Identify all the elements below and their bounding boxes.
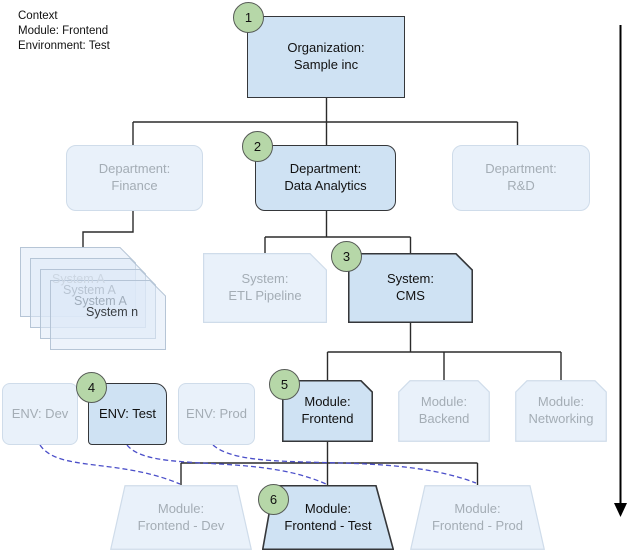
node-module-frontend: Module: Frontend xyxy=(282,380,373,442)
context-environment-line: Environment: Test xyxy=(18,40,110,53)
node-module-frontend-test: Module: Frontend - Test xyxy=(262,485,394,550)
node-department-finance: Department: Finance xyxy=(66,145,203,211)
node-label-line: Frontend xyxy=(301,411,354,426)
badge-number: 4 xyxy=(87,380,96,395)
node-label-line: Frontend - Prod xyxy=(431,517,524,533)
card-shape xyxy=(203,253,327,323)
node-label-line: ENV: Prod xyxy=(186,405,247,421)
node-label-line: Sample inc xyxy=(293,57,359,72)
module-shape xyxy=(515,380,607,442)
node-label-line: Backend xyxy=(418,411,470,426)
node-label-line: System: xyxy=(387,271,434,287)
context-module-line: Module: Frontend xyxy=(18,25,109,38)
context-annotation: Context Module: Frontend Environment: Te… xyxy=(18,9,110,55)
connector-finance-systems xyxy=(82,211,134,248)
node-label-line: Module: xyxy=(420,394,468,410)
node-system-cms: System: CMS xyxy=(348,253,473,323)
connector-dataanalytics-systems xyxy=(264,211,412,253)
step-badge-5: 5 xyxy=(269,369,300,400)
node-label-line: ENV: Dev xyxy=(11,405,69,421)
connector-cms-modules xyxy=(326,323,562,380)
trapezoid-shape xyxy=(410,485,545,550)
node-module-backend: Module: Backend xyxy=(398,380,490,442)
badge-number: 2 xyxy=(253,139,262,154)
node-label-line: Frontend - Dev xyxy=(137,517,225,533)
node-label-line: Module: xyxy=(304,394,351,410)
node-label-line: Module: xyxy=(157,500,205,516)
step-badge-4: 4 xyxy=(76,372,107,403)
connector-org-departments xyxy=(132,98,519,145)
badge-number: 1 xyxy=(244,10,253,25)
node-label-line: System: xyxy=(241,271,289,287)
node-env-prod: ENV: Prod xyxy=(178,383,255,445)
node-organization: Organization: Sample inc xyxy=(247,16,405,98)
flow-arrow-head xyxy=(614,503,627,517)
node-module-networking: Module: Networking xyxy=(515,380,607,442)
step-badge-6: 6 xyxy=(258,484,289,515)
node-label-line: Module: xyxy=(537,394,585,410)
node-label-line: Module: xyxy=(304,500,352,516)
step-badge-1: 1 xyxy=(233,2,264,33)
stack-label-line: System A xyxy=(63,283,116,297)
card-shape xyxy=(348,253,473,323)
context-curve-prod xyxy=(212,444,477,484)
stack-label-line: System A xyxy=(74,294,127,308)
node-label-line: Department: xyxy=(98,161,171,177)
node-label-line: R&D xyxy=(507,178,535,193)
node-label-line: Data Analytics xyxy=(284,178,367,193)
node-department-rd: Department: R&D xyxy=(452,145,590,211)
node-module-frontend-dev: Module: Frontend - Dev xyxy=(110,485,252,550)
node-label-line: ENV: Test xyxy=(98,405,157,421)
trapezoid-shape xyxy=(262,485,394,550)
context-title: Context xyxy=(18,10,58,22)
node-label-line: Finance xyxy=(111,178,158,193)
node-label-line: Organization: xyxy=(287,40,365,56)
node-department-data-analytics: Department: Data Analytics xyxy=(255,145,396,211)
node-system-etl: System: ETL Pipeline xyxy=(203,253,327,323)
node-label-line: Module: xyxy=(454,500,501,516)
node-label-line: Frontend - Test xyxy=(284,517,372,533)
stack-label-line: System n xyxy=(86,305,139,319)
step-badge-2: 2 xyxy=(242,131,273,162)
context-curve-dev xyxy=(39,444,181,485)
stack-label-line: System A xyxy=(52,272,105,286)
node-label-line: Department: xyxy=(289,161,362,177)
badge-number: 6 xyxy=(269,492,278,507)
node-label-line: CMS xyxy=(396,288,425,303)
node-label-line: Department: xyxy=(485,161,557,177)
stacked-cards-shape xyxy=(20,247,166,350)
module-shape xyxy=(398,380,490,442)
connector-frontend-deployments xyxy=(180,442,479,486)
node-module-frontend-prod: Module: Frontend - Prod xyxy=(410,485,545,550)
node-system-stack: System A System A System A System n xyxy=(20,245,170,352)
node-env-dev: ENV: Dev xyxy=(2,383,78,445)
badge-number: 5 xyxy=(280,377,289,392)
badge-number: 3 xyxy=(342,249,351,264)
node-label-line: ETL Pipeline xyxy=(228,288,302,303)
context-curve-test xyxy=(126,444,327,485)
trapezoid-shape xyxy=(110,485,252,550)
node-label-line: Networking xyxy=(528,411,594,426)
step-badge-3: 3 xyxy=(331,241,362,272)
